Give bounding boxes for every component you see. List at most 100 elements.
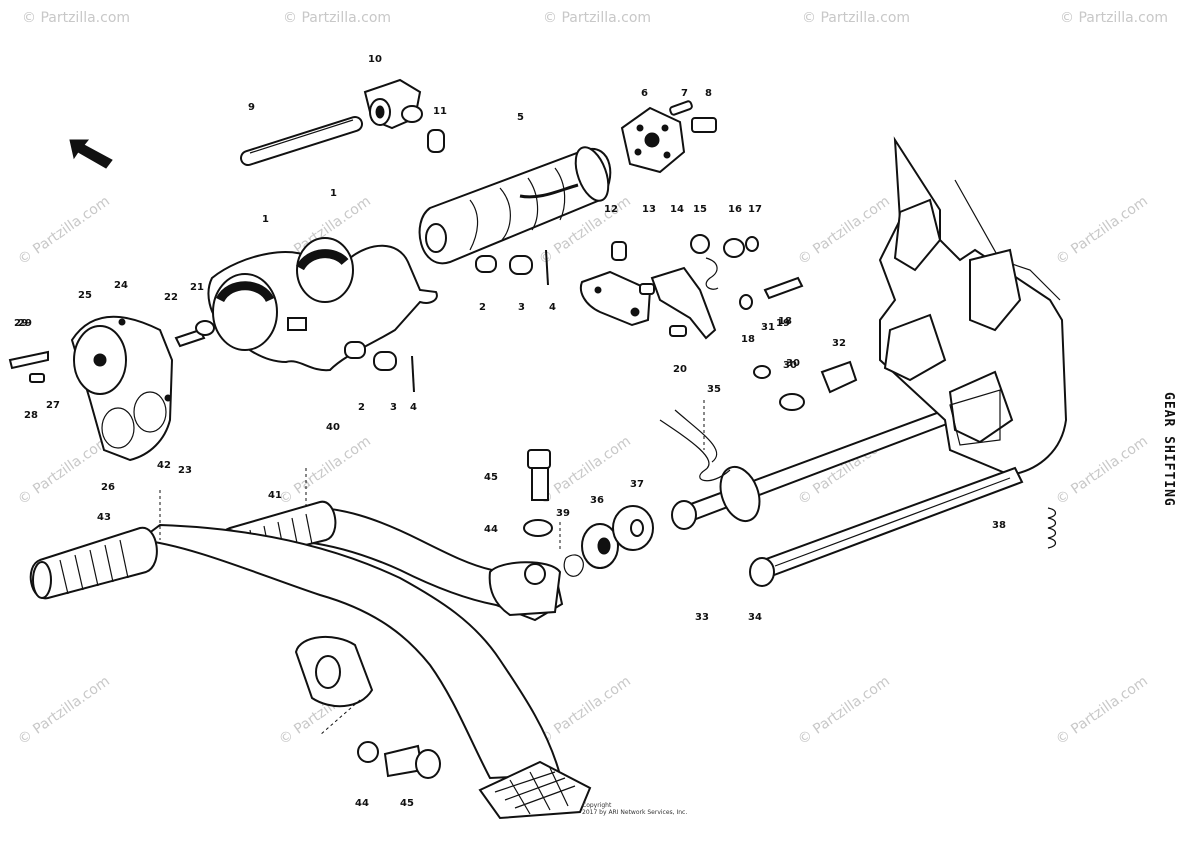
leader-lines <box>159 400 705 736</box>
callout-label: 21 <box>190 282 204 293</box>
callout-label: 42 <box>157 460 171 471</box>
callout-label: 17 <box>748 204 762 215</box>
callout-label: 41 <box>268 490 282 501</box>
callout-label: 1 <box>330 188 337 199</box>
front-arrow-icon <box>69 139 113 169</box>
callout-label: 15 <box>693 204 707 215</box>
lever-bolt-upper <box>523 449 553 537</box>
watermark: © Partzilla.com <box>1053 673 1151 748</box>
callout-label: 45 <box>484 472 498 483</box>
callout-label: 39 <box>556 508 570 519</box>
cam-stopper-plate <box>620 106 686 174</box>
watermark: © Partzilla.com <box>1053 193 1151 268</box>
watermark: © Partzilla.com <box>15 673 113 748</box>
callout-label: 1 <box>262 214 269 225</box>
callout-label: 12 <box>604 204 618 215</box>
watermark: © Partzilla.com <box>1060 10 1168 26</box>
callout-label: 9 <box>248 102 255 113</box>
callout-label: 30 <box>786 358 800 369</box>
watermark: © Partzilla.com <box>22 10 130 26</box>
callout-label: 29 <box>14 318 28 329</box>
shift-fork-small <box>363 78 445 153</box>
watermark: © Partzilla.com <box>283 10 391 26</box>
callout-label: 34 <box>748 612 762 623</box>
callout-label: 3 <box>518 302 525 313</box>
diagram-title: GEAR SHIFTING <box>1161 392 1176 507</box>
callout-label: 22 <box>164 292 178 303</box>
watermark: © Partzilla.com <box>1053 433 1151 508</box>
watermark: © Partzilla.com <box>15 193 113 268</box>
return-spring-assembly <box>753 360 858 411</box>
watermark: © Partzilla.com <box>543 10 651 26</box>
callout-label: 27 <box>46 400 60 411</box>
callout-label: 3 <box>390 402 397 413</box>
watermark: © Partzilla.com <box>795 673 893 748</box>
shift-cam-drum <box>418 146 612 265</box>
callout-label: 13 <box>642 204 656 215</box>
callout-label: 44 <box>355 798 369 809</box>
callout-label: 38 <box>992 520 1006 531</box>
callout-label: 24 <box>114 280 128 291</box>
shift-forks <box>207 237 438 372</box>
callout-label: 35 <box>707 384 721 395</box>
callout-label: 4 <box>410 402 417 413</box>
callout-labels: 1 1 2 3 4 2 3 4 5 6 7 8 9 10 11 12 13 14… <box>14 54 1006 809</box>
circlip <box>563 554 584 577</box>
callout-label: 5 <box>517 112 524 123</box>
callout-label: 26 <box>101 482 115 493</box>
callout-label: 11 <box>433 106 447 117</box>
callout-label: 45 <box>400 798 414 809</box>
watermark: © Partzilla.com <box>795 193 893 268</box>
watermark: © Partzilla.com <box>536 673 634 748</box>
callout-label: 29 <box>18 318 32 329</box>
callout-label: 7 <box>681 88 688 99</box>
callout-label: 2 <box>479 302 486 313</box>
callout-label: 8 <box>705 88 712 99</box>
callout-label: 25 <box>78 290 92 301</box>
watermark: © Partzilla.com <box>536 433 634 508</box>
shift-pawl-assembly <box>580 234 804 340</box>
cover-bolts <box>8 320 215 383</box>
crankcase-section <box>878 136 1068 477</box>
fork-rollers-lower <box>344 341 415 393</box>
callout-label: 30 <box>783 360 797 371</box>
fork-rollers-upper <box>475 249 549 286</box>
callout-label: 6 <box>641 88 648 99</box>
callout-label: 43 <box>97 512 111 523</box>
callout-label: 18 <box>741 334 755 345</box>
shift-cover <box>70 315 174 462</box>
copyright-line: Copyright <box>582 802 612 809</box>
callout-label: 19 <box>776 318 790 329</box>
copyright-notice: Copyright 2017 by ARI Network Services, … <box>582 802 687 816</box>
gearshift-shaft <box>659 408 954 530</box>
callout-label: 16 <box>728 204 742 215</box>
callout-label: 32 <box>832 338 846 349</box>
callout-label: 28 <box>24 410 38 421</box>
shift-fork-shaft <box>240 116 363 166</box>
callout-label: 36 <box>590 495 604 506</box>
callout-label: 2 <box>358 402 365 413</box>
callout-label: 18 <box>778 316 792 327</box>
callout-label: 44 <box>484 524 498 535</box>
callout-label: 31 <box>761 322 775 333</box>
callout-label: 4 <box>549 302 556 313</box>
callout-label: 14 <box>670 204 684 215</box>
watermark: © Partzilla.com <box>802 10 910 26</box>
lower-shaft <box>749 466 1024 587</box>
callout-label: 33 <box>695 612 709 623</box>
callout-label: 10 <box>368 54 382 65</box>
callout-label: 23 <box>178 465 192 476</box>
cam-pins <box>669 100 717 133</box>
shaft-seal-washer <box>581 505 654 569</box>
callout-label: 20 <box>673 364 687 375</box>
watermark: © Partzilla.com <box>276 433 374 508</box>
watermark: © Partzilla.com <box>15 433 113 508</box>
callout-label: 37 <box>630 479 644 490</box>
pedal-arm <box>29 523 592 820</box>
callout-label: 40 <box>326 422 340 433</box>
copyright-line: 2017 by ARI Network Services, Inc. <box>582 809 688 816</box>
pedal-bolt-lower <box>357 741 441 779</box>
spring-39 <box>1047 507 1057 549</box>
